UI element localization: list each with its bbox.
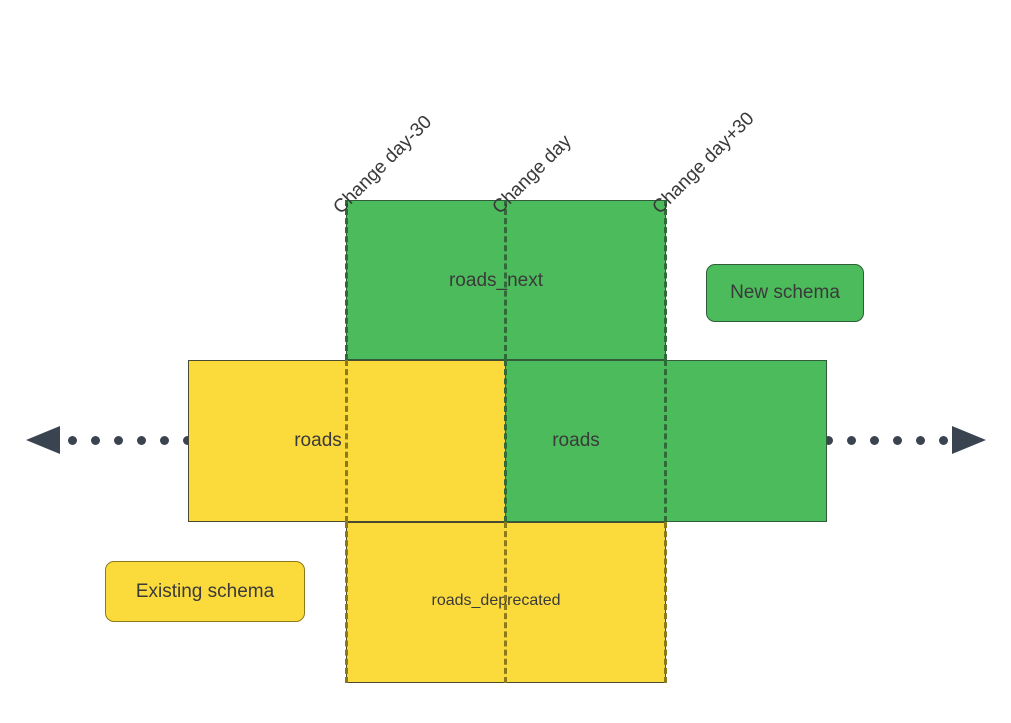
axis-right-dots: [824, 436, 971, 445]
axis-dot: [847, 436, 856, 445]
axis-dot: [160, 436, 169, 445]
axis-dot: [916, 436, 925, 445]
time-axis-right: [824, 426, 986, 454]
schema-block-label: roads_deprecated: [431, 592, 561, 609]
axis-dot: [91, 436, 100, 445]
timeline-rule-day-plus-30: [664, 522, 667, 683]
axis-dot: [183, 436, 192, 445]
axis-dot: [68, 436, 77, 445]
axis-dot: [939, 436, 948, 445]
legend-label: Existing schema: [135, 580, 275, 602]
timeline-rule-change-day: [504, 200, 507, 360]
arrow-right-icon: [952, 426, 986, 454]
arrow-left-icon: [26, 426, 60, 454]
timeline-label-day-plus-30: Change day+30: [648, 108, 759, 219]
schema-block-label: roads: [552, 430, 600, 451]
axis-dot: [893, 436, 902, 445]
schema-block-label: roads_next: [448, 270, 543, 291]
timeline-rule-day-minus-30: [345, 360, 348, 522]
timeline-rule-change-day: [504, 360, 507, 522]
axis-dot: [870, 436, 879, 445]
timeline-rule-change-day: [504, 522, 507, 683]
timeline-rule-day-minus-30: [345, 200, 348, 360]
timeline-rule-day-plus-30: [664, 200, 667, 360]
timeline-rule-day-minus-30: [345, 522, 348, 683]
timeline-rule-day-plus-30: [664, 360, 667, 522]
legend-label: New schema: [730, 282, 840, 303]
axis-dot: [824, 436, 833, 445]
legend-existing-schema[interactable]: Existing schema: [105, 561, 305, 622]
schema-block-label: roads: [294, 430, 342, 451]
axis-dot: [137, 436, 146, 445]
legend-new-schema[interactable]: New schema: [706, 264, 864, 322]
axis-dot: [114, 436, 123, 445]
